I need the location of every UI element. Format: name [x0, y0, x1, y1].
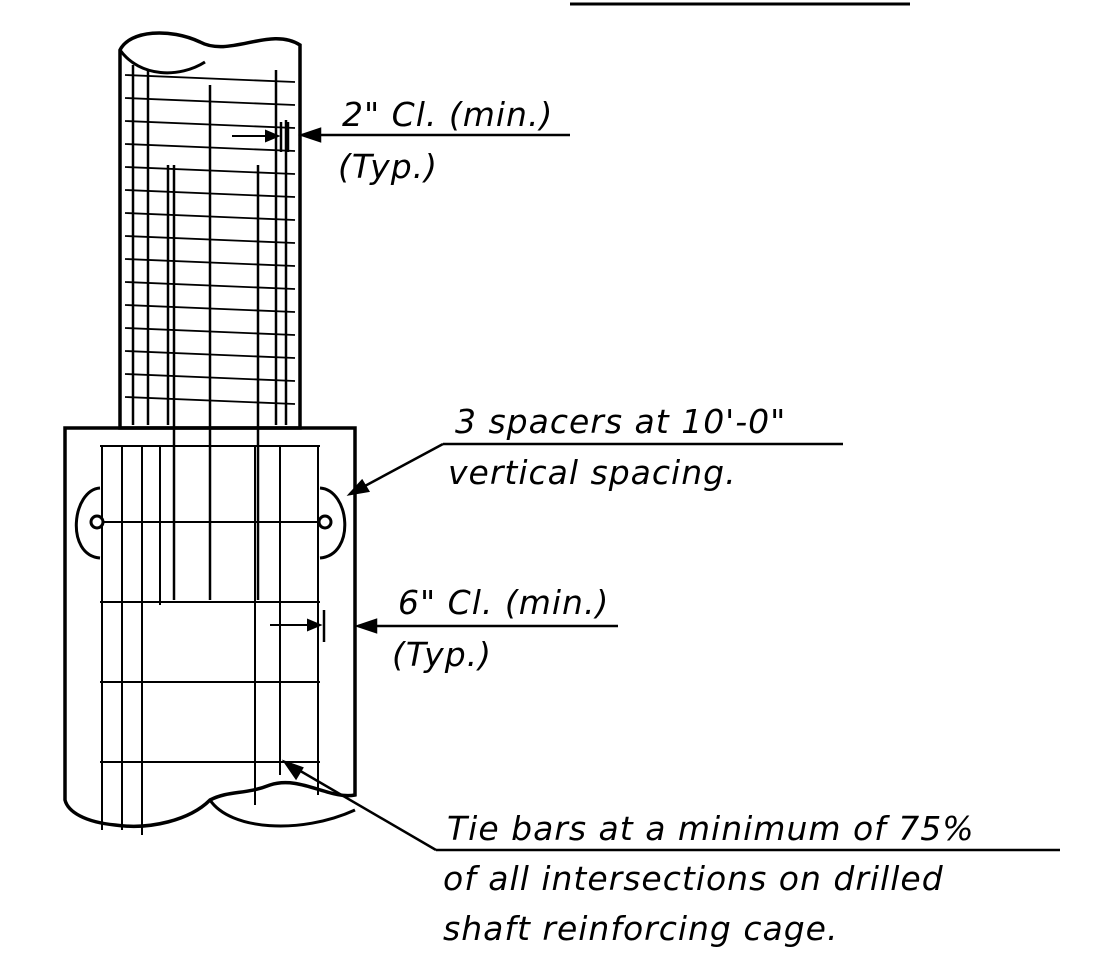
- leader-top-clearance: [298, 127, 570, 143]
- bottom-clearance-typ: (Typ.): [392, 635, 492, 674]
- lower-cage-vertical-bars: [101, 445, 319, 835]
- lower-cage-ties: [100, 445, 320, 763]
- top-clearance-note: 2" Cl. (min.): [342, 95, 553, 134]
- tie-bars-note: Tie bars at a minimum of 75%: [447, 809, 975, 848]
- leader-tie-bars: [281, 759, 1060, 852]
- top-clearance-dimension: [232, 122, 290, 152]
- upper-column: [118, 31, 302, 430]
- tie-bars-note-line2: of all intersections on drilled: [443, 859, 944, 898]
- upper-cage-ties: [124, 74, 296, 405]
- bottom-clearance-note: 6" Cl. (min.): [398, 583, 609, 622]
- spacer-left: [74, 486, 105, 560]
- top-clearance-typ: (Typ.): [338, 147, 438, 186]
- spacers-note-line2: vertical spacing.: [448, 453, 737, 492]
- leader-bottom-clearance: [354, 618, 618, 634]
- leader-spacers: [346, 442, 843, 496]
- spacers-note: 3 spacers at 10'-0": [455, 402, 786, 441]
- bottom-clearance-dimension: [270, 610, 326, 642]
- tie-bars-note-line3: shaft reinforcing cage.: [443, 909, 838, 948]
- spacer-right: [317, 486, 347, 560]
- lower-shaft: [63, 426, 357, 829]
